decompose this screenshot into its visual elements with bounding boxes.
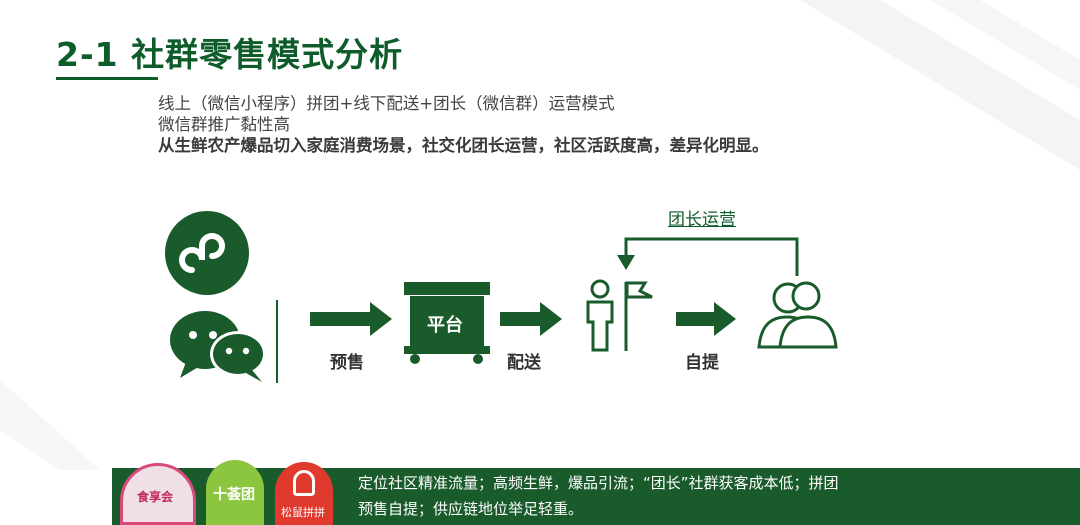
mini-program-icon (165, 211, 249, 295)
arrow-pickup (676, 302, 736, 336)
arrow-delivery (500, 302, 562, 336)
logo-songshupinpin: 松鼠拼拼 (275, 462, 333, 525)
description-line-3: 从生鲜农产爆品切入家庭消费场景，社交化团长运营，社区活跃度高，差异化明显。 (158, 136, 769, 155)
logo-shixianghui-text: 食享会 (137, 490, 174, 504)
squirrel-icon (293, 470, 315, 496)
delivery-label: 配送 (507, 353, 541, 373)
bottom-summary-text: 定位社区精准流量；高频生鲜，爆品引流；“团长”社群获客成本低；拼团 预售自提；供… (358, 470, 839, 522)
presale-label: 预售 (330, 353, 364, 373)
platform-label: 平台 (427, 315, 463, 336)
wechat-icon (170, 311, 266, 382)
description-block: 线上（微信小程序）拼团+线下配送+团长（微信群）运营模式 微信群推广黏性高 从生… (158, 93, 769, 156)
page-title: 2-1 社群零售模式分析 (56, 35, 404, 74)
loop-arrow (617, 237, 799, 276)
pickup-label: 自提 (685, 353, 719, 373)
logo-shihuituan: 十荟团 (206, 460, 264, 525)
bottom-summary-bar (112, 468, 1080, 525)
description-line-2: 微信群推广黏性高 (158, 115, 290, 134)
title-underline (56, 77, 158, 80)
logo-shihuituan-text: 十荟团 (213, 487, 255, 503)
leader-flag-icon (586, 279, 653, 352)
group-users-icon (757, 281, 838, 349)
arrow-presale (310, 302, 392, 336)
logo-shixianghui: 食享会 (120, 463, 196, 525)
cart-icon (404, 282, 490, 364)
loop-label: 团长运营 (668, 210, 736, 230)
description-line-1: 线上（微信小程序）拼团+线下配送+团长（微信群）运营模式 (158, 94, 615, 113)
logo-songshupinpin-text: 松鼠拼拼 (281, 506, 325, 519)
bottom-line-2: 预售自提；供应链地位举足轻重。 (358, 500, 584, 518)
bottom-line-1: 定位社区精准流量；高频生鲜，爆品引流；“团长”社群获客成本低；拼团 (358, 474, 839, 492)
